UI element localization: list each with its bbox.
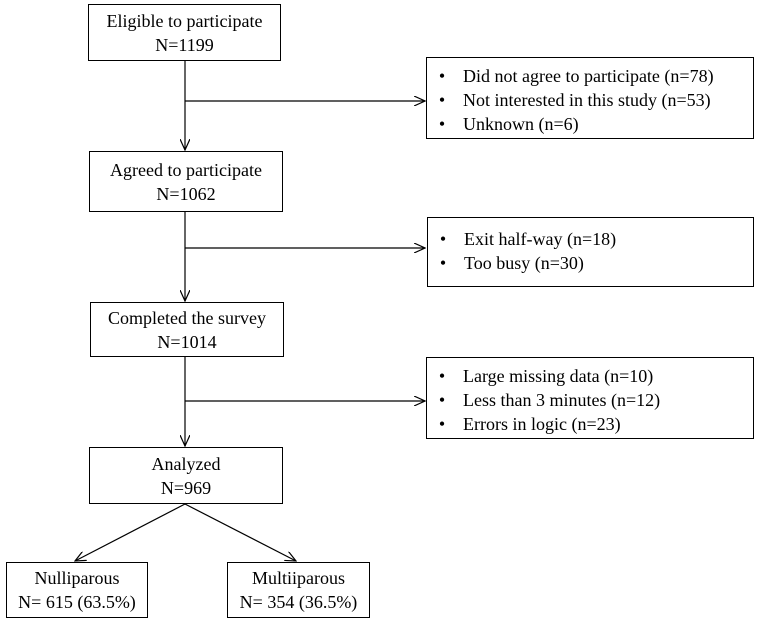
exclusion-box-1: • Did not agree to participate (n=78) • … xyxy=(426,57,754,139)
bullet-icon: • xyxy=(439,253,447,273)
eligible-count: N=1199 xyxy=(155,34,214,55)
agreed-title: Agreed to participate xyxy=(110,159,262,180)
multiiparous-box: Multiiparous N= 354 (36.5%) xyxy=(227,562,370,618)
exclusion-text: Unknown (n=6) xyxy=(463,114,579,134)
exclusion-text: Exit half-way (n=18) xyxy=(464,229,617,249)
agreed-box: Agreed to participate N=1062 xyxy=(89,151,283,212)
exclusion-item: • Too busy (n=30) xyxy=(428,251,753,275)
bullet-icon: • xyxy=(438,114,446,134)
exclusion-list-3: • Large missing data (n=10) • Less than … xyxy=(427,358,753,436)
bullet-icon: • xyxy=(438,414,446,434)
analyzed-count: N=969 xyxy=(160,477,212,498)
exclusion-text: Errors in logic (n=23) xyxy=(463,414,621,434)
exclusion-list-2: • Exit half-way (n=18) • Too busy (n=30) xyxy=(428,218,753,275)
exclusion-box-2: • Exit half-way (n=18) • Too busy (n=30) xyxy=(427,217,754,287)
multiiparous-title: Multiiparous xyxy=(252,568,345,588)
eligible-box: Eligible to participate N=1199 xyxy=(88,4,281,61)
exclusion-item: • Errors in logic (n=23) xyxy=(427,412,753,436)
exclusion-text: Not interested in this study (n=53) xyxy=(463,90,711,110)
exclusion-text: Too busy (n=30) xyxy=(464,253,584,273)
agreed-count: N=1062 xyxy=(156,183,216,204)
exclusion-text: Large missing data (n=10) xyxy=(463,366,654,386)
bullet-icon: • xyxy=(438,66,446,86)
arrow-analyzed-to-nulliparous xyxy=(75,503,186,561)
exclusion-item: • Did not agree to participate (n=78) xyxy=(427,64,753,88)
exclusion-box-3: • Large missing data (n=10) • Less than … xyxy=(426,357,754,439)
analyzed-box: Analyzed N=969 xyxy=(89,447,283,504)
exclusion-text: Did not agree to participate (n=78) xyxy=(463,66,714,86)
exclusion-item: • Unknown (n=6) xyxy=(427,112,753,136)
exclusion-item: • Less than 3 minutes (n=12) xyxy=(427,388,753,412)
exclusion-item: • Exit half-way (n=18) xyxy=(428,227,753,251)
nulliparous-title: Nulliparous xyxy=(34,568,120,588)
completed-box: Completed the survey N=1014 xyxy=(90,302,284,357)
multiiparous-count: N= 354 (36.5%) xyxy=(239,592,358,612)
exclusion-text: Less than 3 minutes (n=12) xyxy=(463,390,661,410)
exclusion-item: • Not interested in this study (n=53) xyxy=(427,88,753,112)
bullet-icon: • xyxy=(438,366,446,386)
nulliparous-count: N= 615 (63.5%) xyxy=(18,592,136,612)
arrow-analyzed-to-multiiparous xyxy=(184,503,296,561)
exclusion-item: • Large missing data (n=10) xyxy=(427,364,753,388)
bullet-icon: • xyxy=(438,90,446,110)
eligible-title: Eligible to participate xyxy=(106,10,263,31)
analyzed-title: Analyzed xyxy=(151,453,221,474)
completed-count: N=1014 xyxy=(157,331,217,352)
exclusion-list-1: • Did not agree to participate (n=78) • … xyxy=(427,58,753,136)
completed-title: Completed the survey xyxy=(108,307,266,328)
bullet-icon: • xyxy=(439,229,447,249)
bullet-icon: • xyxy=(438,390,446,410)
nulliparous-box: Nulliparous N= 615 (63.5%) xyxy=(6,562,148,618)
